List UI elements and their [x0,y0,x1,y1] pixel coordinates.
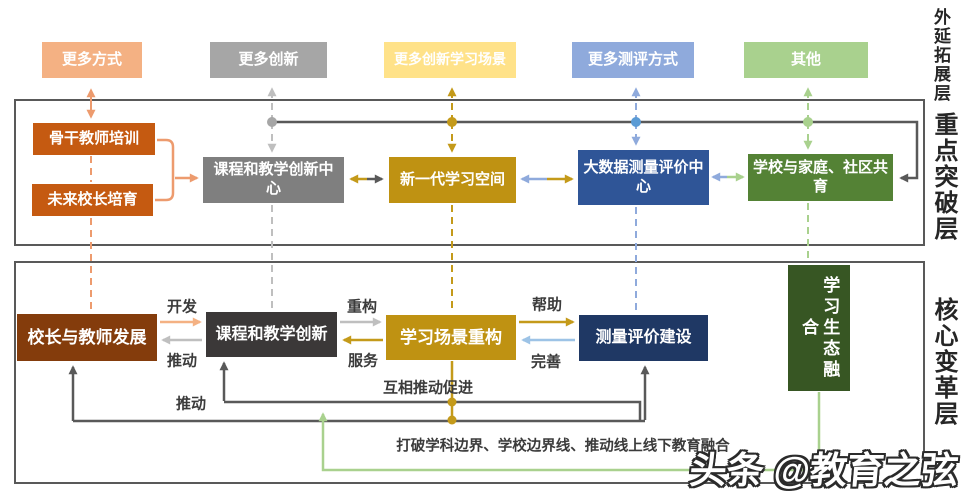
box-curriculum-innovation-label: 课程和教学创新 [215,325,328,343]
box-learning-space-label: 新一代学习空间 [399,170,505,188]
box-teacher-training-label: 骨干教师培训 [48,129,139,147]
top-box-more-learning-scenes-label: 更多创新学习场景 [394,51,506,68]
top-box-others-label: 其他 [790,50,821,68]
top-box-more-methods: 更多方式 [42,42,142,78]
box-bigdata-center-label: 大数据测量评价中心 [583,158,704,195]
box-ecology-fusion: 学习生态融合 [788,265,850,391]
top-box-more-innovation: 更多创新 [210,42,327,78]
edge-label-mutual-promote: 互相推动促进 [382,379,474,397]
box-scene-rebuild-label: 学习场景重构 [400,327,502,347]
top-box-more-learning-scenes: 更多创新学习场景 [384,42,516,78]
box-curriculum-center-label: 课程和教学创新中心 [213,161,334,197]
box-scene-rebuild: 学习场景重构 [386,315,516,360]
edge-label-promote-bottom: 推动 [175,395,207,413]
box-future-principal: 未来校长培育 [32,184,153,216]
layer-label-outer: 外延拓展层 [931,8,950,103]
box-principal-teacher-dev-label: 校长与教师发展 [27,327,147,347]
edge-label-improve: 完善 [530,353,562,371]
top-box-more-innovation-label: 更多创新 [238,50,299,68]
box-school-family-label: 学校与家庭、社区共育 [752,158,888,195]
edge-label-rebuild: 重构 [346,298,378,316]
box-learning-space: 新一代学习空间 [389,157,516,203]
edge-label-break-boundary: 打破学科边界、学校边界线、推动线上线下教育融合 [396,438,730,455]
top-box-more-methods-label: 更多方式 [61,50,122,68]
box-ecology-fusion-label: 学习生态融合 [799,275,840,381]
box-school-family: 学校与家庭、社区共育 [748,154,893,201]
box-teacher-training: 骨干教师培训 [33,123,155,155]
edge-label-develop: 开发 [166,298,198,316]
box-curriculum-innovation: 课程和教学创新 [206,312,337,357]
top-box-more-evaluation: 更多测评方式 [572,42,694,78]
box-bigdata-center: 大数据测量评价中心 [578,150,709,205]
top-box-others: 其他 [744,42,868,78]
edge-label-serve: 服务 [347,352,379,370]
box-principal-teacher-dev: 校长与教师发展 [17,314,157,361]
box-future-principal-label: 未来校长培育 [47,190,138,208]
breakthrough-layer-frame [14,99,925,246]
edge-label-promote-left: 推动 [166,352,198,370]
top-box-more-evaluation-label: 更多测评方式 [587,50,678,68]
box-evaluation-build-label: 测量评价建设 [595,329,692,346]
box-curriculum-center: 课程和教学创新中心 [203,157,344,203]
edge-label-help: 帮助 [531,296,563,314]
watermark-text: 头条 @教育之弦 [687,450,960,491]
layer-label-core: 核心变革层 [930,297,956,427]
core-layer-frame [14,261,925,484]
box-evaluation-build: 测量评价建设 [579,315,708,361]
layer-label-breakthrough: 重点突破层 [930,112,956,242]
